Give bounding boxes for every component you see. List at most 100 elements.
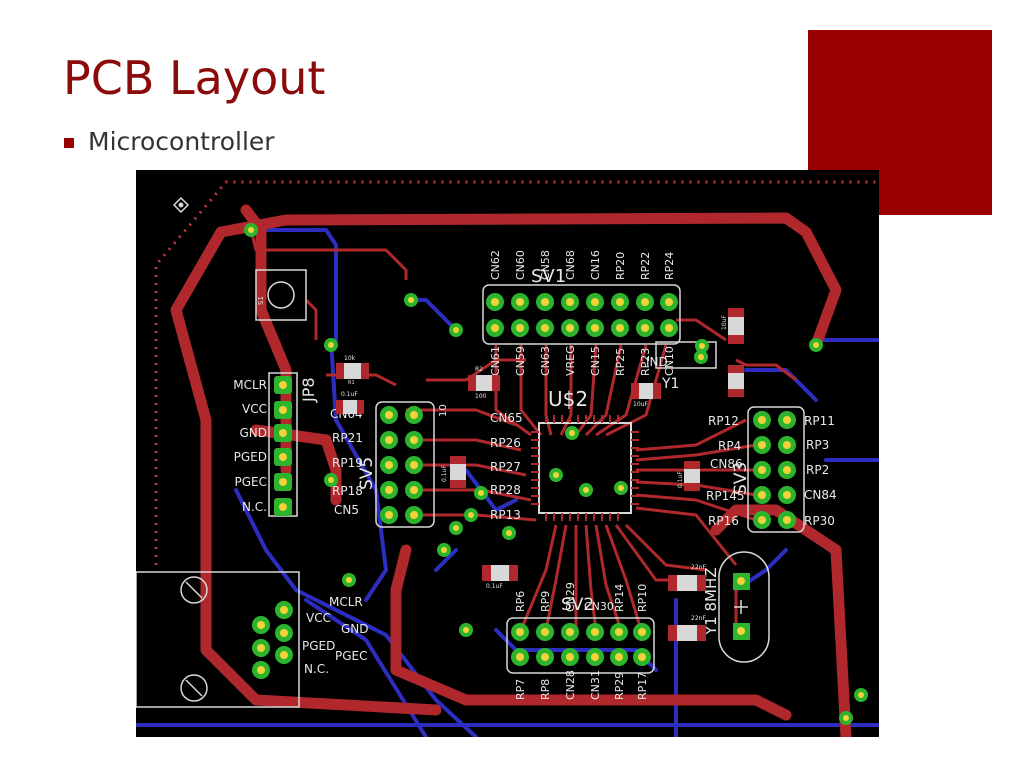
cap-value: 10uF [721, 315, 728, 330]
sv2-bottom-label: RP8 [539, 679, 552, 700]
sv1-top-label: CN16 [589, 250, 602, 280]
prog-label: GND [341, 622, 369, 636]
sv5-left-label: RP21 [332, 431, 363, 445]
sv1-top-label: RP20 [614, 252, 627, 280]
sv3-right-label: RP3 [806, 438, 829, 452]
vias [244, 223, 868, 725]
pcb-layout-image: U$2 SV1 CN62 CN60 CN58 CN68 CN16 RP20 RP… [136, 170, 879, 737]
pcb-board: U$2 SV1 CN62 CN60 CN58 CN68 CN16 RP20 RP… [136, 180, 879, 737]
prog-label: PGED [302, 639, 335, 653]
sv3-right-label: RP11 [804, 414, 835, 428]
r2-ref: R2 [475, 366, 483, 373]
sv1-top-label: RP22 [639, 252, 652, 280]
sv1-top-label: CN58 [539, 250, 552, 280]
sv2-top-label: RP6 [514, 591, 527, 612]
programming-header: MCLR VCC GND PGED PGEC N.C. [136, 571, 369, 708]
crystal-label: Y1 8MHZ [702, 567, 720, 636]
ind-label: IND [646, 355, 668, 369]
chip-label: U$2 [548, 387, 588, 411]
jp8-label: GND [239, 426, 267, 440]
header-sv1: SV1 CN62 CN60 CN58 CN68 CN16 RP20 RP22 R… [482, 250, 681, 376]
header-sv3: SV3 RP12 RP4 CN86 RP145 RP16 RP11 RP3 RP… [706, 406, 837, 533]
bullet-item: Microcontroller [64, 126, 275, 158]
smd-parts: 10k R1 R2 100 0.1uF 0.1uF 10uF 0.1uF [336, 308, 744, 641]
sv5-right-label: RP13 [490, 508, 521, 522]
jp8-name: JP8 [299, 377, 318, 403]
cap-value: 0.1uF [441, 465, 448, 482]
sv2-bottom-label: RP17 [636, 672, 649, 700]
jp8-label: PGEC [235, 475, 268, 489]
switch-label: S1 [257, 296, 265, 305]
bullet-list: Microcontroller [64, 126, 275, 158]
capacitor [728, 365, 744, 397]
capacitor: 0.1uF [336, 391, 364, 414]
sv1-top-label: CN62 [489, 250, 502, 280]
capacitor: 22nF [668, 564, 706, 591]
r1-ref: R1 [348, 380, 355, 386]
jp8-label: PGED [234, 450, 267, 464]
fiducial-mark [172, 196, 190, 214]
sv3-left-label: RP12 [708, 414, 739, 428]
reset-switch: S1 [255, 269, 307, 321]
sv1-top-label: CN68 [564, 250, 577, 280]
r1-value: 10k [344, 355, 356, 362]
jp8-label: MCLR [233, 378, 267, 392]
prog-label: MCLR [329, 595, 363, 609]
prog-label: VCC [306, 611, 331, 625]
mcu-chip: U$2 [531, 387, 639, 521]
sv5-right-label: RP26 [490, 436, 521, 450]
jp8-label: N.C. [242, 500, 267, 514]
sv1-top-label: CN60 [514, 250, 527, 280]
sv1-bottom-label: CN59 [514, 346, 527, 376]
sv5-left-label: CN5 [334, 503, 359, 517]
sv5-name: SV5 [357, 457, 377, 490]
cap-value: 0.1uF [341, 391, 358, 398]
jp8-connector: JP8 MCLR VCC GND PGED PGEC N.C. [233, 372, 318, 517]
sv1-name: SV1 [531, 266, 566, 287]
crystal-8mhz: Y1 8MHZ [702, 551, 770, 663]
sv5-right-label: CN65 [490, 411, 523, 425]
sv3-right-label: CN84 [804, 488, 837, 502]
sv2-top-label: RP10 [636, 584, 649, 612]
sv3-left-label: RP16 [708, 514, 739, 528]
sv2-name: SV2 [561, 595, 594, 615]
sv1-bottom-label: CN15 [589, 346, 602, 376]
sv5-right-label: RP27 [490, 460, 521, 474]
sv2-top-label: RP9 [539, 591, 552, 612]
header-sv2: SV2 RP6 RP9 CN29 CN30 RP14 RP10 RP7 RP8 … [506, 582, 655, 700]
sv1-bottom-label: CN63 [539, 346, 552, 376]
capacitor: 22nF [668, 615, 706, 641]
cap-value: 0.1uF [486, 583, 503, 590]
resistor-r2: R2 100 [468, 366, 500, 400]
sv5-left-label: RP18 [332, 484, 363, 498]
capacitor: 0.1uF [677, 461, 700, 491]
sv1-bottom-label: VREG [564, 345, 577, 376]
sv3-left-label: RP145 [706, 489, 744, 503]
sv1-top-label: RP24 [663, 252, 676, 280]
y1-label: Y1 [661, 376, 679, 392]
sv2-bottom-label: RP29 [613, 672, 626, 700]
sv3-name: SV3 [731, 462, 751, 495]
prog-label: PGEC [335, 649, 368, 663]
capacitor: 10uF [631, 383, 661, 408]
sv3-left-label: RP4 [718, 439, 741, 453]
sv3-left-label: CN86 [710, 457, 743, 471]
cap-value: 22nF [691, 564, 706, 571]
sv2-top-label: RP14 [613, 584, 626, 612]
prog-label: N.C. [304, 662, 329, 676]
sv3-right-label: RP30 [804, 514, 835, 528]
sv5-pin-number: 10 [438, 404, 449, 417]
sv2-top-label: CN30 [584, 600, 614, 613]
capacitor: 10uF [721, 308, 744, 344]
square-bullet-icon [64, 138, 74, 148]
cap-value: 22nF [691, 615, 706, 622]
sv3-right-label: RP2 [806, 463, 829, 477]
cap-value: 0.1uF [677, 471, 684, 488]
slide-title: PCB Layout [63, 51, 326, 105]
sv1-bottom-label: RP23 [639, 348, 652, 376]
sv2-bottom-label: CN31 [589, 670, 602, 700]
sv5-right-label: RP28 [490, 483, 521, 497]
sv5-left-label: RP19 [332, 456, 363, 470]
sv2-top-label: CN29 [564, 582, 577, 612]
capacitor: 0.1uF [441, 456, 466, 488]
